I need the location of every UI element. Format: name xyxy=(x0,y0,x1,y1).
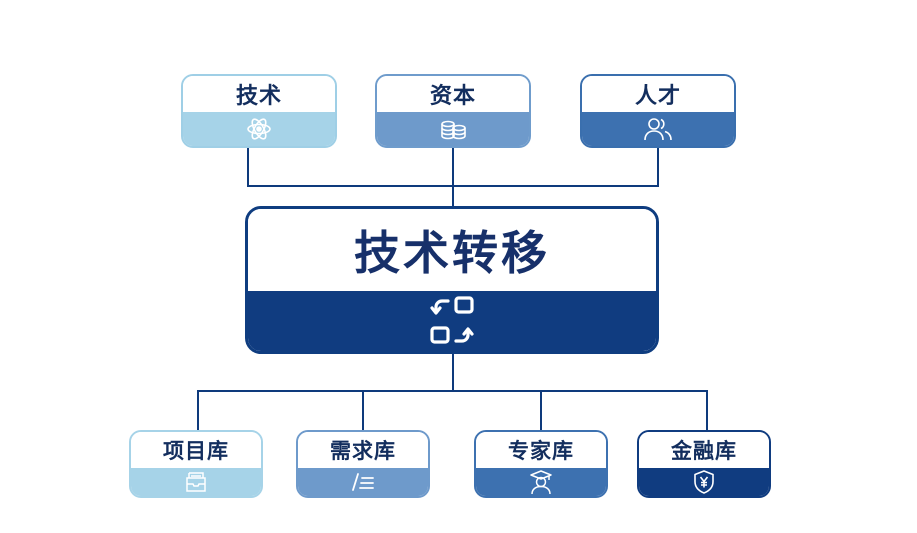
yen-shield-icon xyxy=(694,470,714,494)
node-finance-label: 金融库 xyxy=(639,432,769,468)
node-capital: 资本 xyxy=(375,74,531,148)
node-finance: 金融库 xyxy=(637,430,771,498)
node-tech: 技术 xyxy=(181,74,337,148)
people-icon xyxy=(644,118,672,141)
node-demand: 需求库 xyxy=(296,430,430,498)
node-talent-label: 人才 xyxy=(582,76,734,112)
list-pen-icon xyxy=(352,473,374,491)
node-expert-label: 专家库 xyxy=(476,432,606,468)
transfer-icon xyxy=(430,296,474,344)
node-tech-label: 技术 xyxy=(183,76,335,112)
node-project: 项目库 xyxy=(129,430,263,498)
node-talent: 人才 xyxy=(580,74,736,148)
node-project-label: 项目库 xyxy=(131,432,261,468)
atom-icon xyxy=(247,118,271,140)
node-center-label: 技术转移 xyxy=(248,209,656,291)
node-center: 技术转移 xyxy=(245,206,659,354)
graduate-icon xyxy=(530,470,552,495)
node-capital-label: 资本 xyxy=(377,76,529,112)
node-expert: 专家库 xyxy=(474,430,608,498)
inbox-icon xyxy=(186,472,206,492)
coins-icon xyxy=(441,120,466,140)
node-demand-label: 需求库 xyxy=(298,432,428,468)
